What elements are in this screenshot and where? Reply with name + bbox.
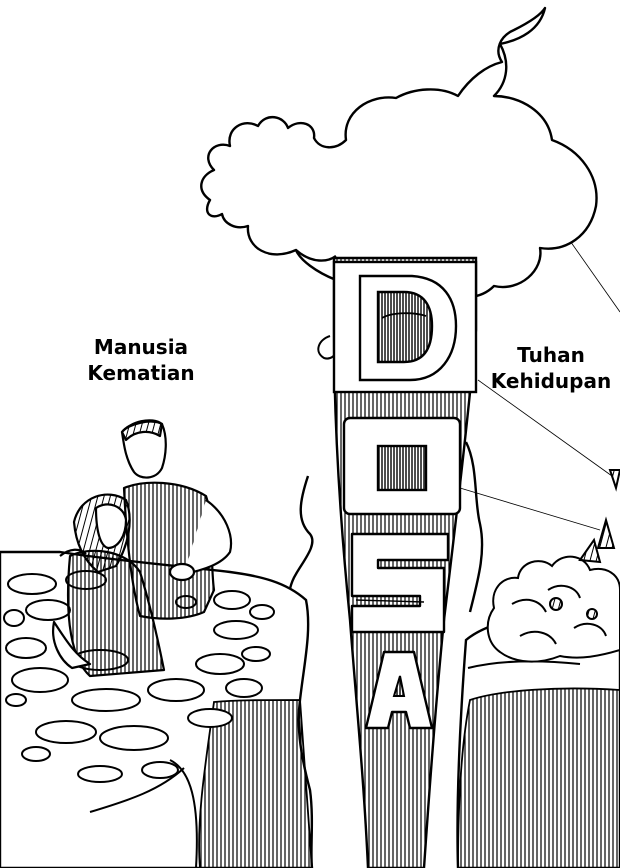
man-hand	[170, 564, 194, 580]
left-caption-line1: Manusia	[76, 334, 206, 360]
right-caption-line1: Tuhan	[482, 342, 620, 368]
garden-bushes	[488, 470, 620, 662]
letter-s	[352, 534, 448, 632]
right-caption: Tuhan Kehidupan	[482, 342, 620, 394]
letter-d	[334, 262, 476, 392]
letter-o	[344, 418, 460, 514]
left-caption-line2: Kematian	[76, 360, 206, 386]
left-caption: Manusia Kematian	[76, 334, 206, 386]
cloud	[201, 8, 596, 297]
right-caption-line2: Kehidupan	[482, 368, 620, 394]
